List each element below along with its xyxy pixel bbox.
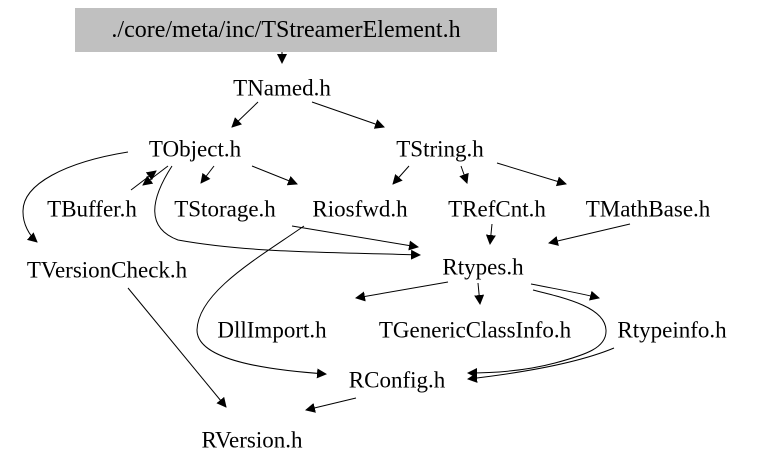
edge-Rtypeinfo-RConfig bbox=[467, 347, 615, 383]
node-TNamed[interactable]: TNamed.h bbox=[233, 75, 331, 101]
edge-TBuffer-TObject bbox=[130, 170, 157, 191]
edge-Riosfwd-RConfig bbox=[196, 225, 327, 379]
edge-TString-TRefCnt bbox=[459, 165, 469, 184]
edge-TObject-TBuffer bbox=[142, 165, 169, 186]
edge-RConfig-RVersion bbox=[305, 397, 357, 413]
node-TBuffer[interactable]: TBuffer.h bbox=[47, 196, 137, 222]
edge-TNamed-TObject bbox=[231, 101, 259, 128]
edge-TVersionCheck-RVersion bbox=[127, 287, 227, 408]
node-TStorage[interactable]: TStorage.h bbox=[174, 196, 276, 222]
node-TVersionCheck[interactable]: TVersionCheck.h bbox=[26, 257, 188, 283]
edge-Rtypes-Rtypeinfo bbox=[530, 283, 600, 301]
edge-Rtypes-TGenericClassInfo bbox=[474, 282, 485, 305]
edge-TNamed-TString bbox=[311, 101, 385, 129]
root-node: ./core/meta/inc/TStreamerElement.h bbox=[75, 8, 497, 52]
node-Rtypes[interactable]: Rtypes.h bbox=[442, 254, 524, 280]
edge-TString-TMathBase bbox=[496, 162, 567, 187]
edge-Rtypes-DllImport bbox=[355, 281, 449, 302]
node-TRefCnt[interactable]: TRefCnt.h bbox=[448, 196, 546, 222]
node-Riosfwd[interactable]: Riosfwd.h bbox=[312, 196, 408, 222]
edge-TObject-Riosfwd bbox=[251, 165, 298, 186]
edge-TObject-Rtypes bbox=[154, 165, 421, 260]
edge-TRefCnt-Rtypes bbox=[485, 223, 496, 245]
node-DllImport[interactable]: DllImport.h bbox=[217, 317, 327, 343]
node-TObject[interactable]: TObject.h bbox=[148, 136, 242, 162]
edge-TObject-TVersionCheck bbox=[22, 151, 129, 243]
edge-Rtypes-RConfig bbox=[467, 289, 607, 378]
node-TGenericClassInfo[interactable]: TGenericClassInfo.h bbox=[378, 317, 572, 343]
edge-TStorage-Rtypes bbox=[291, 225, 419, 251]
node-Rtypeinfo[interactable]: Rtypeinfo.h bbox=[617, 317, 727, 343]
edge-TString-Riosfwd bbox=[392, 165, 410, 185]
node-RVersion[interactable]: RVersion.h bbox=[201, 427, 303, 453]
edge-TObject-TStorage bbox=[200, 165, 215, 184]
node-RConfig[interactable]: RConfig.h bbox=[348, 367, 446, 393]
node-TMathBase[interactable]: TMathBase.h bbox=[585, 196, 711, 222]
edge-TMathBase-Rtypes bbox=[548, 223, 631, 246]
node-TString[interactable]: TString.h bbox=[396, 136, 484, 162]
